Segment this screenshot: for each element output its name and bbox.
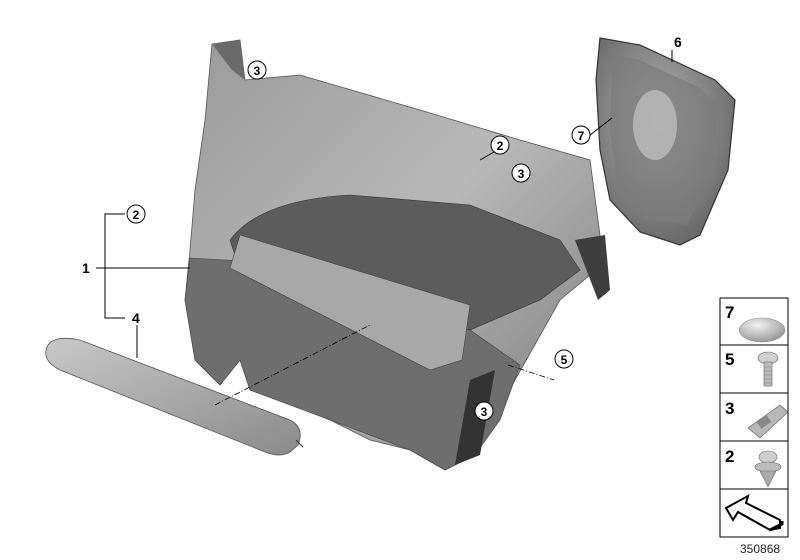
fastener-legend: 7 5 3 2	[719, 297, 789, 538]
cap-icon	[738, 317, 786, 343]
callout-7: 7	[571, 125, 591, 145]
legend-item-7: 7	[725, 303, 786, 343]
svg-text:3: 3	[481, 405, 488, 419]
cover-plate	[595, 37, 736, 246]
screw-icon	[757, 351, 779, 387]
assembly-line	[214, 324, 371, 406]
label-part-4: 4	[132, 310, 140, 326]
expanding-rivet-icon	[754, 450, 782, 488]
callout-3: 3	[474, 401, 494, 421]
document-number: 350868	[740, 542, 780, 556]
armrest	[45, 337, 304, 456]
legend-item-5: 5	[725, 350, 779, 387]
callout-5: 5	[554, 349, 574, 369]
clip-icon	[747, 404, 789, 439]
svg-text:2: 2	[497, 139, 504, 153]
svg-text:5: 5	[561, 353, 568, 367]
callout-3: 3	[511, 163, 531, 183]
legend-item-2: 2	[725, 447, 782, 488]
callout-2: 2	[490, 135, 510, 155]
svg-text:5: 5	[725, 350, 734, 369]
label-part-1: 1	[82, 260, 90, 276]
label-part-6: 6	[674, 34, 682, 50]
svg-text:7: 7	[725, 303, 734, 322]
svg-text:3: 3	[725, 399, 734, 418]
direction-arrow-icon	[724, 493, 781, 532]
legend-item-3: 3	[725, 399, 789, 439]
svg-text:3: 3	[254, 64, 261, 78]
svg-text:2: 2	[133, 208, 140, 222]
part-1-bracket	[96, 50, 673, 358]
callout-2: 2	[126, 204, 146, 224]
svg-text:3: 3	[518, 167, 525, 181]
assembly-line-5	[507, 364, 555, 381]
svg-text:2: 2	[725, 447, 734, 466]
svg-text:7: 7	[578, 129, 585, 143]
callout-3: 3	[247, 60, 267, 80]
legend-item-arrow	[724, 493, 784, 532]
